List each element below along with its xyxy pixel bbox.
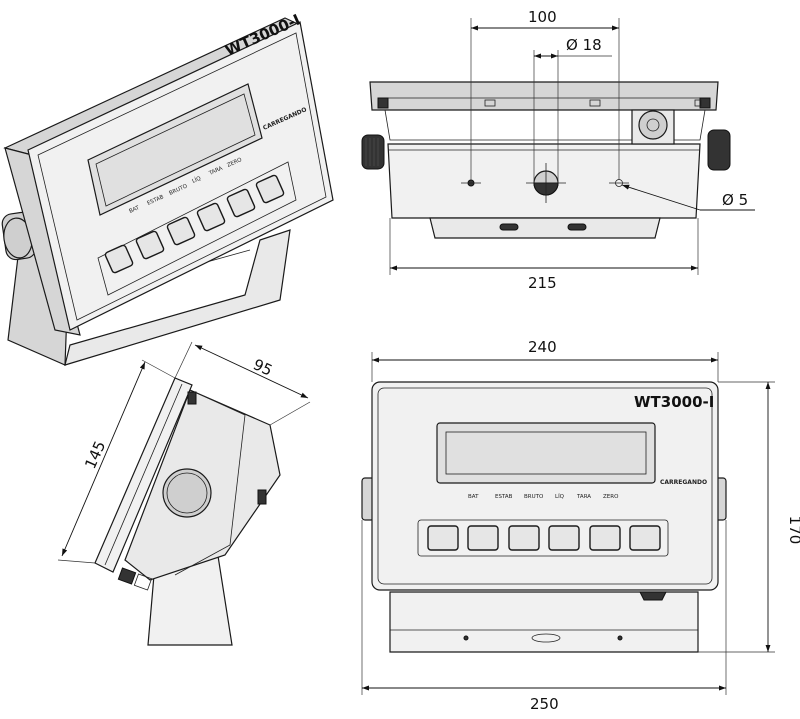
dim-side-hole: Ø 5 [722,191,748,209]
front-view-keys [427,525,661,551]
dim-front-height: 170 [786,516,800,545]
front-view-display [436,422,656,484]
dim-center-hole: Ø 18 [566,36,602,54]
perspective-view: WT3000-I CARREGANDO BAT ESTAB BRUTO LÍQ … [1,11,334,366]
top-view-holes [461,163,629,203]
svg-text:ZERO: ZERO [603,494,619,500]
front-view-housing [371,381,719,591]
dim-side-height: 145 [81,438,109,471]
side-view: 95 145 [57,341,311,646]
perspective-display [87,83,263,216]
top-view: 100 Ø 18 Ø 5 215 [361,8,755,292]
front-view-key-labels: BAT ESTAB BRUTO LÍQ TARA ZERO [468,493,619,500]
key-liq[interactable] [548,525,580,551]
key-zero[interactable] [629,525,661,551]
dim-bracket-width: 215 [528,274,557,292]
svg-text:BRUTO: BRUTO [524,494,544,500]
svg-text:BAT: BAT [128,205,141,215]
front-view-brand-label: CARREGANDO [660,479,707,486]
key-estab[interactable] [467,525,499,551]
dim-hole-spacing: 100 [528,8,557,26]
svg-text:ESTAB: ESTAB [495,494,513,500]
svg-text:TARA: TARA [207,166,223,178]
perspective-keys [104,174,285,274]
svg-text:LÍQ: LÍQ [191,174,203,184]
dim-front-width: 240 [528,338,557,356]
front-view-bracket [389,591,699,653]
front-view: WT3000-I CARREGANDO BAT ESTAB BRUTO LÍQ … [361,338,800,713]
svg-text:LÍQ: LÍQ [555,493,565,500]
dim-total-width: 250 [530,695,559,713]
cable-gland [631,109,675,145]
front-view-model-label: WT3000-I [634,393,714,411]
side-view-knob [162,468,212,518]
dim-depth: 95 [250,355,275,379]
top-view-knobs [361,129,731,171]
key-bruto[interactable] [508,525,540,551]
svg-text:TARA: TARA [576,494,591,500]
key-bat[interactable] [427,525,459,551]
svg-text:BAT: BAT [468,494,479,500]
key-tara[interactable] [589,525,621,551]
